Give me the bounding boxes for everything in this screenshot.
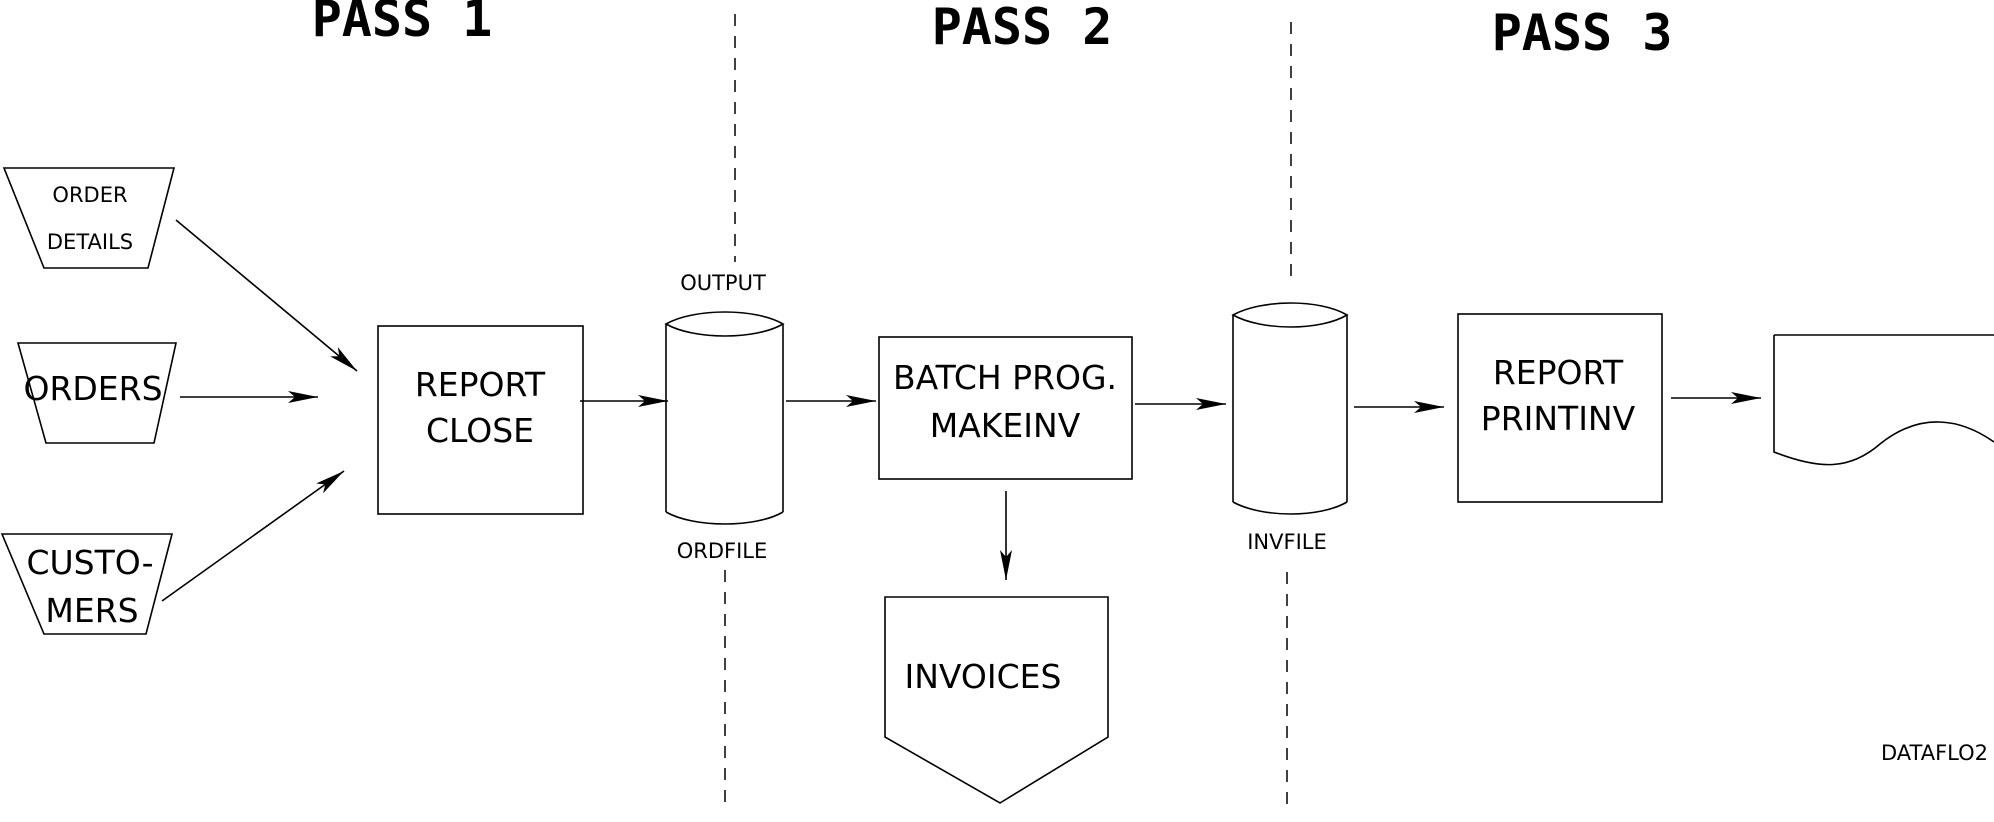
storage-invfile: INVFILE — [1231, 302, 1349, 554]
arrow-customers-to-report-close — [161, 470, 345, 602]
input-order-details-line1: ORDER — [52, 183, 127, 207]
input-customers: CUSTO- MERS — [0, 533, 174, 635]
process-batch-makeinv-line2: MAKEINV — [930, 406, 1081, 445]
input-customers-line1: CUSTO- — [26, 543, 153, 582]
storage-ordfile-bottom-label: ORDFILE — [677, 539, 768, 563]
arrow-order-details-to-report-close — [175, 219, 358, 372]
output-invoices-label: INVOICES — [905, 657, 1062, 696]
input-order-details: ORDER DETAILS — [2, 167, 176, 269]
process-report-close-line1: REPORT — [415, 365, 546, 404]
process-batch-makeinv: BATCH PROG. MAKEINV — [878, 336, 1133, 480]
diagram-id-label: DATAFLO2 — [1881, 741, 1988, 765]
input-orders-label: ORDERS — [23, 369, 162, 408]
storage-ordfile: OUTPUT ORDFILE — [664, 271, 785, 563]
storage-invfile-bottom-label: INVFILE — [1247, 530, 1327, 554]
input-customers-line2: MERS — [45, 591, 138, 630]
input-order-details-line2: DETAILS — [47, 230, 133, 254]
pass-1-heading: PASS 1 — [312, 0, 493, 48]
process-report-close-line2: CLOSE — [426, 411, 534, 450]
output-document-shape — [1773, 334, 1994, 466]
input-orders: ORDERS — [16, 342, 177, 444]
process-report-printinv: REPORT PRINTINV — [1457, 313, 1663, 503]
storage-ordfile-top-label: OUTPUT — [680, 271, 766, 295]
process-report-printinv-line1: REPORT — [1493, 353, 1624, 392]
process-batch-makeinv-line1: BATCH PROG. — [893, 358, 1117, 397]
process-report-printinv-line2: PRINTINV — [1481, 399, 1636, 438]
pass-3-heading: PASS 3 — [1492, 4, 1673, 62]
output-invoices: INVOICES — [884, 596, 1109, 804]
pass-2-heading: PASS 2 — [932, 0, 1113, 56]
process-report-close: REPORT CLOSE — [377, 325, 584, 515]
